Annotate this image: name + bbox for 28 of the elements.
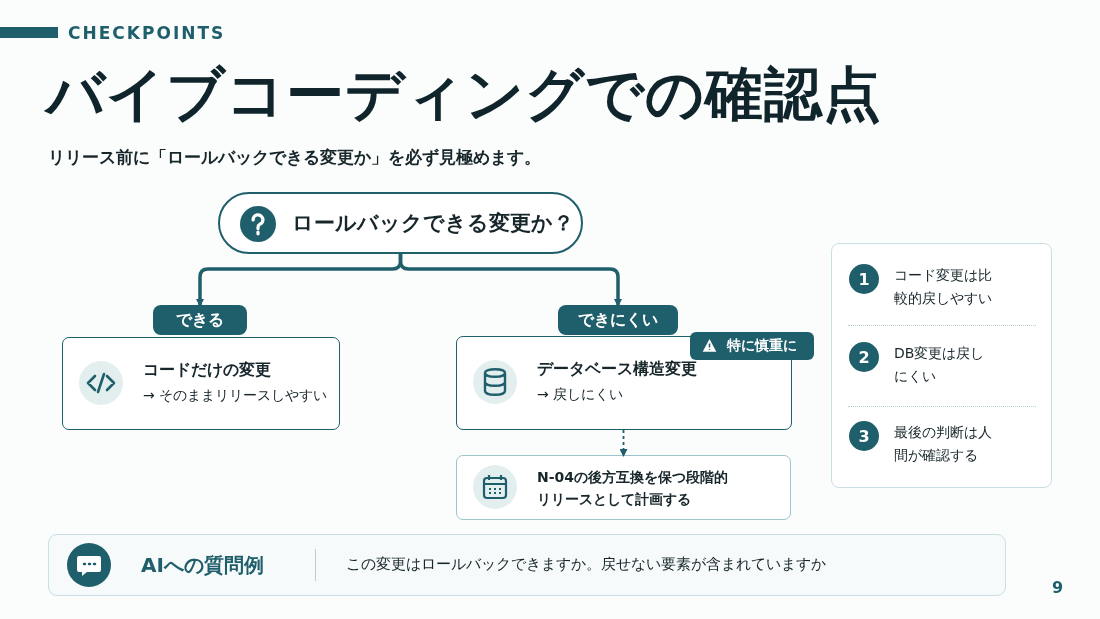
card-heading: コードだけの変更 [143, 360, 272, 381]
bar-heading: AIへの質問例 [141, 552, 264, 579]
dashed-arrow [619, 429, 628, 457]
question-bar [48, 534, 1006, 596]
number-circle: 1 [849, 264, 879, 294]
branch-tag: できにくい [558, 305, 678, 335]
summary-text: 最後の判断は人間が確認する [894, 423, 993, 465]
arrow [398, 254, 622, 307]
card-heading: データベース構造変更 [537, 359, 698, 380]
slide-title: バイブコーディングでの確認点 [46, 59, 882, 130]
badge-text: 特に慎重に [727, 337, 797, 355]
card-text: → そのままリリースしやすい [143, 387, 329, 405]
number-circle: 2 [849, 342, 879, 372]
plan-card [456, 455, 791, 520]
branch-tag: できる [153, 305, 247, 335]
number-circle: 3 [849, 421, 879, 451]
page-number: 9 [1052, 578, 1064, 597]
card-text: → 戻しにくい [537, 386, 625, 404]
subtitle: リリース前に「ロールバックできる変更か」を必ず見極めます。 [48, 146, 541, 169]
section-label: CHECKPOINTS [68, 23, 226, 43]
question-text: ロールバックできる変更か？ [292, 210, 574, 237]
question-text: この変更はロールバックできますか。戻せない要素が含まれていますか [346, 555, 826, 574]
outcome-card [62, 337, 340, 430]
summary-text: DB変更は戻しにくい [894, 344, 986, 386]
summary-text: コード変更は比較的戻しやすい [894, 266, 993, 308]
summary-panel [831, 243, 1052, 488]
card-text: N-04の後方互換を保つ段階的リリースとして計画する [537, 468, 729, 509]
warning-badge [690, 332, 814, 360]
